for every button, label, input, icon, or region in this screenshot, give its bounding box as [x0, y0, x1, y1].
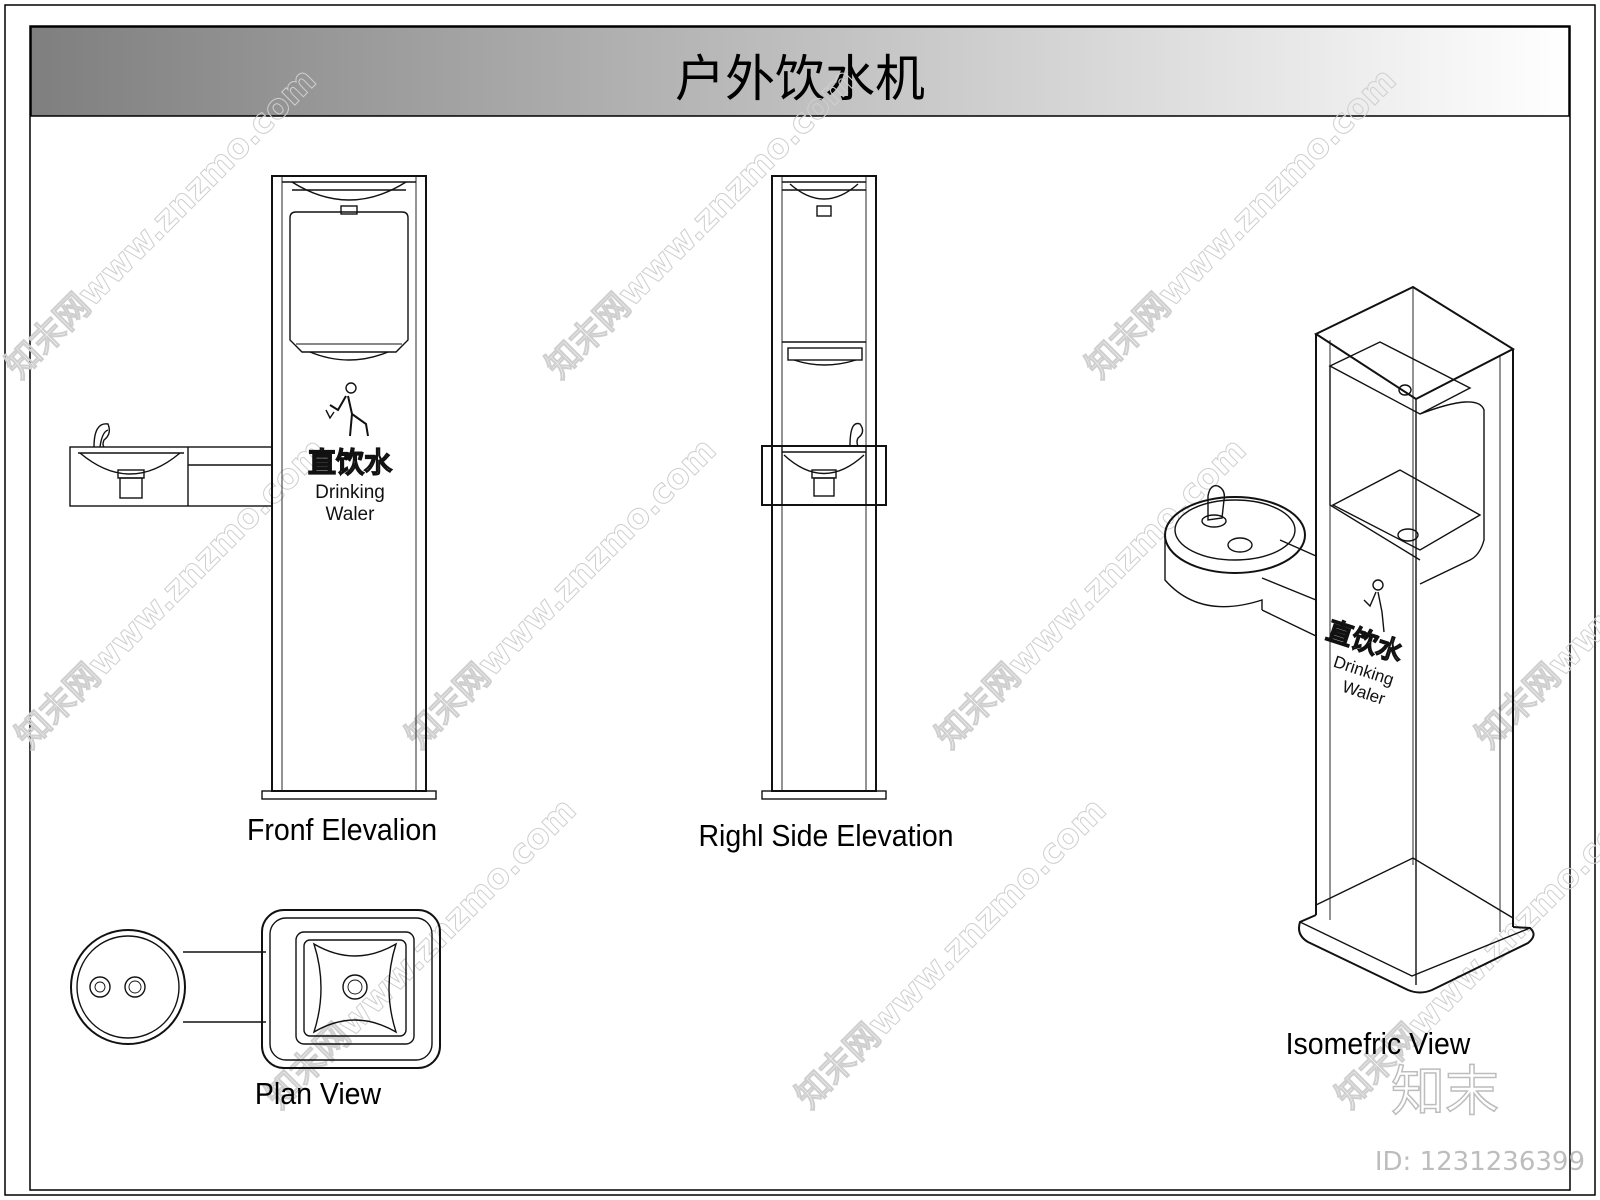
- id-label: ID: 1231236399: [1375, 1147, 1585, 1177]
- isometric-view: 直饮水 Drinking Waler: [1164, 285, 1535, 994]
- plan-view-caption: Plan View: [255, 1077, 382, 1111]
- front-sign-en-2: Waler: [326, 504, 376, 525]
- watermark-layer: 知末网www.znzmo.com 知末网www.znzmo.com 知末网www…: [0, 60, 1600, 1117]
- person-drinking-icon: [325, 382, 369, 437]
- watermark-text: 知末网www.znzmo.com: [398, 430, 724, 756]
- front-elevation: 直饮水 Drinking Waler: [69, 175, 437, 800]
- sheet-title: 户外饮水机: [675, 50, 925, 108]
- front-sign-cn: 直饮水: [308, 446, 393, 479]
- isometric-view-caption: Isomefric View: [1286, 1027, 1471, 1061]
- right-side-elevation: [761, 175, 887, 800]
- right-side-elevation-caption: Righl Side Elevation: [698, 819, 953, 853]
- person-drinking-icon: [1363, 579, 1385, 633]
- watermark-text: 知末网www.znzmo.com: [1468, 430, 1600, 756]
- front-elevation-caption: Fronf Elevalion: [247, 813, 437, 847]
- front-sign-en-1: Drinking: [315, 482, 385, 503]
- title-bar: [30, 26, 1570, 117]
- watermark-text: 知末网www.znzmo.com: [8, 430, 334, 756]
- watermark-text: 知末网www.znzmo.com: [928, 430, 1254, 756]
- outer-frame: [4, 4, 1596, 1196]
- inner-frame: [29, 25, 1571, 1191]
- brand-logo-text: 知末: [1391, 1060, 1499, 1123]
- plan-view: [70, 909, 441, 1069]
